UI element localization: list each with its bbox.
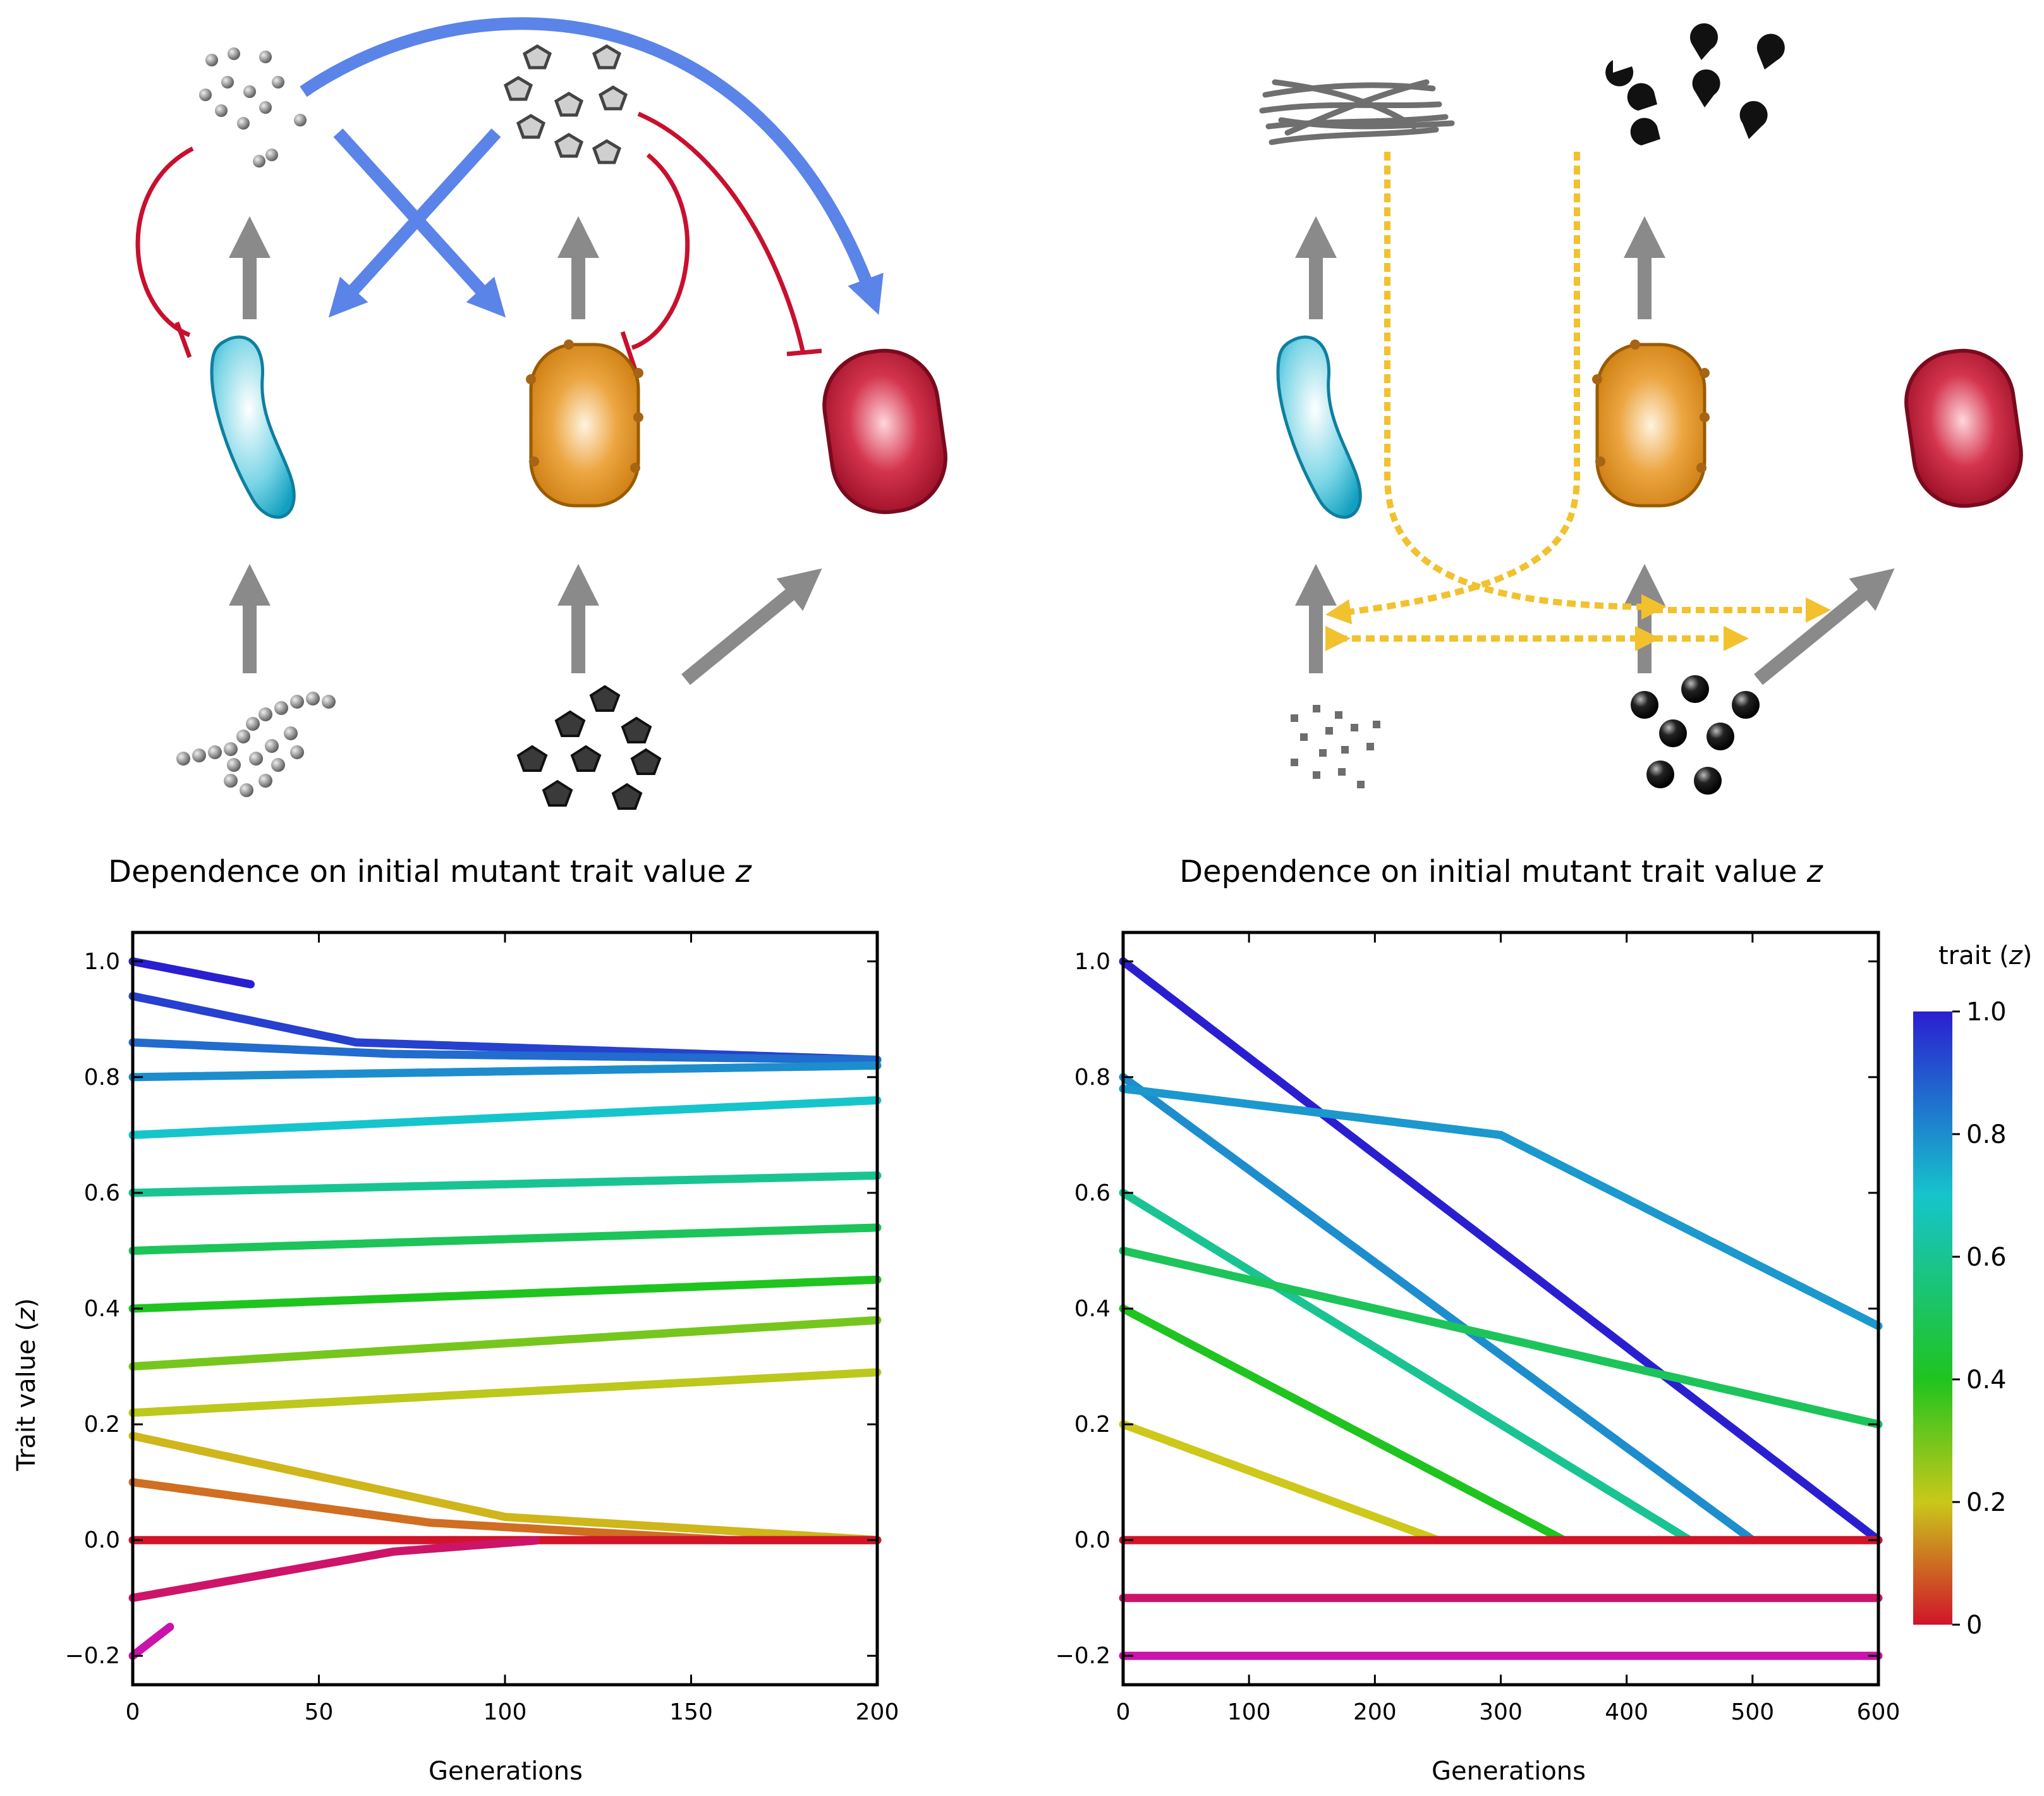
trajectory-2 bbox=[1119, 1084, 1883, 1330]
x-tick-label: 300 bbox=[1479, 1699, 1523, 1725]
trajectory-4 bbox=[128, 1096, 882, 1139]
trajectory-3 bbox=[128, 1061, 882, 1082]
x-tick-label: 100 bbox=[484, 1699, 527, 1725]
trajectory-6 bbox=[128, 1223, 882, 1255]
y-tick-label: 0.2 bbox=[84, 1412, 120, 1438]
left-interaction-diagram bbox=[135, 17, 947, 810]
inhibition-arcs bbox=[135, 111, 822, 371]
trajectory-1 bbox=[1119, 1073, 1757, 1544]
activation-arrows bbox=[300, 17, 884, 318]
fiber-bundle-icon bbox=[1259, 79, 1455, 145]
black-spheres-icon bbox=[1631, 675, 1760, 795]
trajectory-13 bbox=[128, 1536, 540, 1603]
y-tick-label: −0.2 bbox=[1055, 1643, 1110, 1669]
colorbar-tick-label: 1.0 bbox=[1966, 998, 2007, 1027]
x-tick-label: 100 bbox=[1227, 1699, 1271, 1725]
chart-title: Dependence on initial mutant trait value… bbox=[1179, 854, 1824, 889]
chart-title: Dependence on initial mutant trait value… bbox=[108, 854, 753, 889]
colorbar-ticks: 0 0.2 0.4 0.6 0.8 1.0 bbox=[1952, 998, 2007, 1640]
x-tick-label: 0 bbox=[126, 1699, 140, 1725]
y-tick-label: 0.6 bbox=[1074, 1180, 1110, 1206]
colorbar-tick-label: 0.8 bbox=[1966, 1120, 2007, 1149]
trajectory-2 bbox=[128, 1038, 882, 1064]
small-squares-icon bbox=[1291, 705, 1380, 788]
colorbar: trait (z) 0 0.2 0.4 0.6 0.8 1.0 bbox=[1913, 941, 2032, 1640]
plot-area: 0 100 200 300 400 500 600 −0.2 0.0 0.2 0.4 0.6 0.8 1.… bbox=[1055, 931, 1901, 1725]
y-tick-label: 1.0 bbox=[84, 949, 120, 975]
x-tick-label: 200 bbox=[1353, 1699, 1397, 1725]
y-tick-label: 1.0 bbox=[1074, 949, 1110, 975]
red-microbe-icon bbox=[1904, 348, 2023, 508]
crossfeeding-paths bbox=[1325, 152, 1831, 651]
y-tick-label: 0.0 bbox=[84, 1527, 120, 1553]
left-trait-chart: Dependence on initial mutant trait value… bbox=[12, 854, 899, 1786]
x-tick-label: 0 bbox=[1116, 1699, 1131, 1725]
trajectory-5 bbox=[1119, 1304, 1568, 1544]
colorbar-gradient bbox=[1913, 1011, 1952, 1625]
flow-arrows bbox=[229, 216, 822, 685]
right-interaction-diagram bbox=[1259, 23, 2023, 795]
y-axis-label: Trait value (z) bbox=[12, 1298, 41, 1471]
bead-chain-icon bbox=[176, 692, 336, 797]
colorbar-label: trait (z) bbox=[1938, 941, 2032, 970]
orange-microbe-icon bbox=[1592, 339, 1710, 508]
x-axis-label: Generations bbox=[1432, 1757, 1586, 1786]
x-tick-label: 600 bbox=[1857, 1699, 1901, 1725]
y-tick-label: 0.0 bbox=[1074, 1527, 1110, 1553]
dark-pentagon-cluster-icon bbox=[516, 685, 662, 810]
y-tick-label: 0.4 bbox=[1074, 1296, 1110, 1322]
colorbar-tick-label: 0 bbox=[1966, 1611, 1982, 1640]
dots-cluster-icon bbox=[199, 47, 307, 168]
right-trait-chart: Dependence on initial mutant trait value… bbox=[1055, 854, 2033, 1786]
x-axis-label: Generations bbox=[429, 1757, 583, 1786]
y-tick-label: 0.8 bbox=[84, 1065, 120, 1090]
y-tick-label: −0.2 bbox=[65, 1643, 120, 1669]
trajectory-8 bbox=[128, 1316, 882, 1371]
plot-area: 0 50 100 150 200 −0.2 0.0 0.2 0.4 0.6 0.8 1.0 bbox=[65, 931, 899, 1725]
x-tick-label: 50 bbox=[305, 1699, 334, 1725]
trajectory-3 bbox=[1119, 1188, 1694, 1544]
x-tick-label: 500 bbox=[1731, 1699, 1774, 1725]
y-tick-label: 0.8 bbox=[1074, 1065, 1110, 1090]
trajectory-10 bbox=[128, 1431, 882, 1544]
y-tick-label: 0.4 bbox=[84, 1296, 120, 1322]
orange-microbe-icon bbox=[526, 339, 643, 508]
x-tick-label: 400 bbox=[1605, 1699, 1648, 1725]
y-tick-label: 0.2 bbox=[1074, 1412, 1110, 1438]
pacman-cluster-icon bbox=[1605, 23, 1785, 145]
x-tick-label: 200 bbox=[856, 1699, 899, 1725]
colorbar-tick-label: 0.6 bbox=[1966, 1243, 2007, 1272]
svg-text:Trait value (z): Trait value (z) bbox=[12, 1298, 41, 1471]
colorbar-tick-label: 0.4 bbox=[1966, 1365, 2007, 1395]
trajectory-0 bbox=[128, 957, 255, 989]
trajectory-0 bbox=[1119, 957, 1883, 1544]
y-tick-label: 0.6 bbox=[84, 1180, 120, 1206]
trajectory-6 bbox=[1119, 1420, 1442, 1544]
x-tick-label: 150 bbox=[669, 1699, 713, 1725]
trajectory-14 bbox=[128, 1623, 174, 1660]
red-microbe-icon bbox=[822, 348, 947, 515]
rod-microbe-icon bbox=[1276, 335, 1362, 519]
trajectory-9 bbox=[128, 1368, 882, 1417]
rod-microbe-icon bbox=[210, 335, 296, 519]
trajectory-7 bbox=[128, 1275, 882, 1313]
colorbar-tick-label: 0.2 bbox=[1966, 1488, 2007, 1517]
pentagon-cluster-icon bbox=[503, 44, 628, 164]
trajectory-4 bbox=[1119, 1247, 1883, 1429]
trajectory-5 bbox=[128, 1171, 882, 1197]
